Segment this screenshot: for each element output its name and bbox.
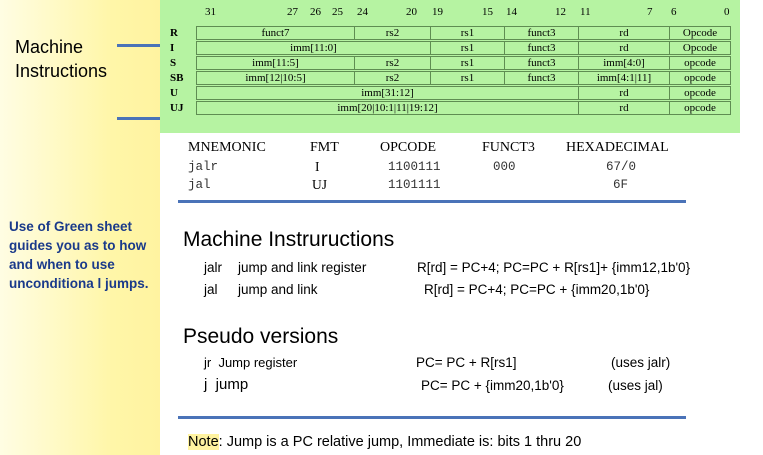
row-label: U <box>170 87 178 99</box>
field-cell: funct7 <box>196 26 355 40</box>
pseudo-effect: PC= PC + R[rs1] <box>416 355 517 370</box>
machine-description: jump and link <box>238 282 318 297</box>
table-cell: jal <box>188 178 211 192</box>
format-row-sb: SB imm[12|10:5] rs2 rs1 funct3 imm[4:1|1… <box>160 71 740 85</box>
field-cell: rs1 <box>430 71 505 85</box>
field-cell: rs2 <box>354 26 431 40</box>
column-header: FUNCT3 <box>482 140 535 155</box>
format-row-r: R funct7 rs2 rs1 funct3 rd Opcode <box>160 26 740 40</box>
bit-number: 27 <box>287 6 298 18</box>
row-label: R <box>170 27 178 39</box>
column-header: FMT <box>310 140 339 155</box>
field-cell: funct3 <box>504 71 579 85</box>
sidebar-panel <box>0 0 160 455</box>
instruction-format-table: 31 27 26 25 24 20 19 15 14 12 11 7 6 0 R… <box>160 0 740 133</box>
bit-number: 25 <box>332 6 343 18</box>
field-cell: imm[20|10:1|11|19:12] <box>196 101 579 115</box>
bit-numbers: 31 27 26 25 24 20 19 15 14 12 11 7 6 0 <box>160 6 740 20</box>
machine-description: jump and link register <box>238 260 367 275</box>
note-text: : Jump is a PC relative jump, Immediate … <box>218 434 582 450</box>
table-cell: 67/0 <box>606 160 637 174</box>
row-label: I <box>170 42 175 54</box>
column-header: MNEMONIC <box>188 140 266 155</box>
pseudo-name: j jump <box>204 376 249 393</box>
bit-number: 19 <box>432 6 443 18</box>
field-cell: imm[11:5] <box>196 56 355 70</box>
field-cell: imm[4:1|11] <box>578 71 670 85</box>
machine-mnemonic: jalr <box>204 260 223 275</box>
bit-number: 12 <box>555 6 566 18</box>
pseudo-name: jr Jump register <box>204 355 298 370</box>
divider-top <box>178 200 686 203</box>
pseudo-uses: (uses jalr) <box>611 355 671 370</box>
table-cell: 1101111 <box>388 178 441 192</box>
column-header: HEXADECIMAL <box>566 140 669 155</box>
machine-instructions-label: Machine Instructions <box>15 37 108 81</box>
table-cell: 000 <box>493 160 516 174</box>
row-label: UJ <box>170 102 184 114</box>
format-row-u: U imm[31:12] rd opcode <box>160 86 740 100</box>
field-cell: funct3 <box>504 41 579 55</box>
bit-number: 20 <box>406 6 417 18</box>
table-cell: UJ <box>312 177 328 192</box>
field-cell: Opcode <box>669 41 731 55</box>
divider-bottom <box>178 416 686 419</box>
field-cell: rd <box>578 26 670 40</box>
field-cell: rs2 <box>354 71 431 85</box>
bit-number: 26 <box>310 6 321 18</box>
field-cell: imm[12|10:5] <box>196 71 355 85</box>
table-cell: jalr <box>188 160 219 174</box>
footer-note: Note: Jump is a PC relative jump, Immedi… <box>188 434 581 450</box>
format-row-i: I imm[11:0] rs1 funct3 rd Opcode <box>160 41 740 55</box>
bit-number: 31 <box>205 6 216 18</box>
field-cell: rd <box>578 101 670 115</box>
field-cell: rs1 <box>430 26 505 40</box>
field-cell: rs2 <box>354 56 431 70</box>
field-cell: opcode <box>669 101 731 115</box>
format-row-uj: UJ imm[20|10:1|11|19:12] rd opcode <box>160 101 740 115</box>
field-cell: funct3 <box>504 26 579 40</box>
field-cell: opcode <box>669 71 731 85</box>
machine-effect: R[rd] = PC+4; PC=PC + R[rs1]+ {imm12,1b'… <box>417 260 691 275</box>
pseudo-section-title: Pseudo versions <box>183 325 339 348</box>
machine-effect: R[rd] = PC+4; PC=PC + {imm20,1b'0} <box>424 282 650 297</box>
table-cell: 6F <box>613 178 629 192</box>
column-header: OPCODE <box>380 140 437 155</box>
field-cell: rd <box>578 86 670 100</box>
field-cell: rs1 <box>430 41 505 55</box>
bit-number: 15 <box>482 6 493 18</box>
bit-number: 24 <box>357 6 368 18</box>
field-cell: imm[31:12] <box>196 86 579 100</box>
bit-number: 0 <box>724 6 730 18</box>
table-cell: 1100111 <box>388 160 441 174</box>
bit-number: 6 <box>671 6 677 18</box>
field-cell: opcode <box>669 86 731 100</box>
pseudo-uses: (uses jal) <box>608 378 663 393</box>
bit-number: 11 <box>580 6 591 18</box>
note-prefix: Note <box>188 434 219 450</box>
green-sheet-note: Use of Green sheet guides you as to how … <box>9 219 149 291</box>
field-cell: Opcode <box>669 26 731 40</box>
field-cell: funct3 <box>504 56 579 70</box>
machine-section-title: Machine Instruructions <box>183 228 395 251</box>
row-label: S <box>170 57 177 69</box>
bit-number: 14 <box>506 6 517 18</box>
format-row-s: S imm[11:5] rs2 rs1 funct3 imm[4:0] opco… <box>160 56 740 70</box>
field-cell: opcode <box>669 56 731 70</box>
field-cell: imm[4:0] <box>578 56 670 70</box>
row-label: SB <box>170 72 184 84</box>
bit-number: 7 <box>647 6 653 18</box>
field-cell: rd <box>578 41 670 55</box>
field-cell: imm[11:0] <box>196 41 431 55</box>
machine-mnemonic: jal <box>204 282 218 297</box>
pseudo-effect: PC= PC + {imm20,1b'0} <box>421 378 564 393</box>
table-cell: I <box>315 159 320 174</box>
field-cell: rs1 <box>430 56 505 70</box>
